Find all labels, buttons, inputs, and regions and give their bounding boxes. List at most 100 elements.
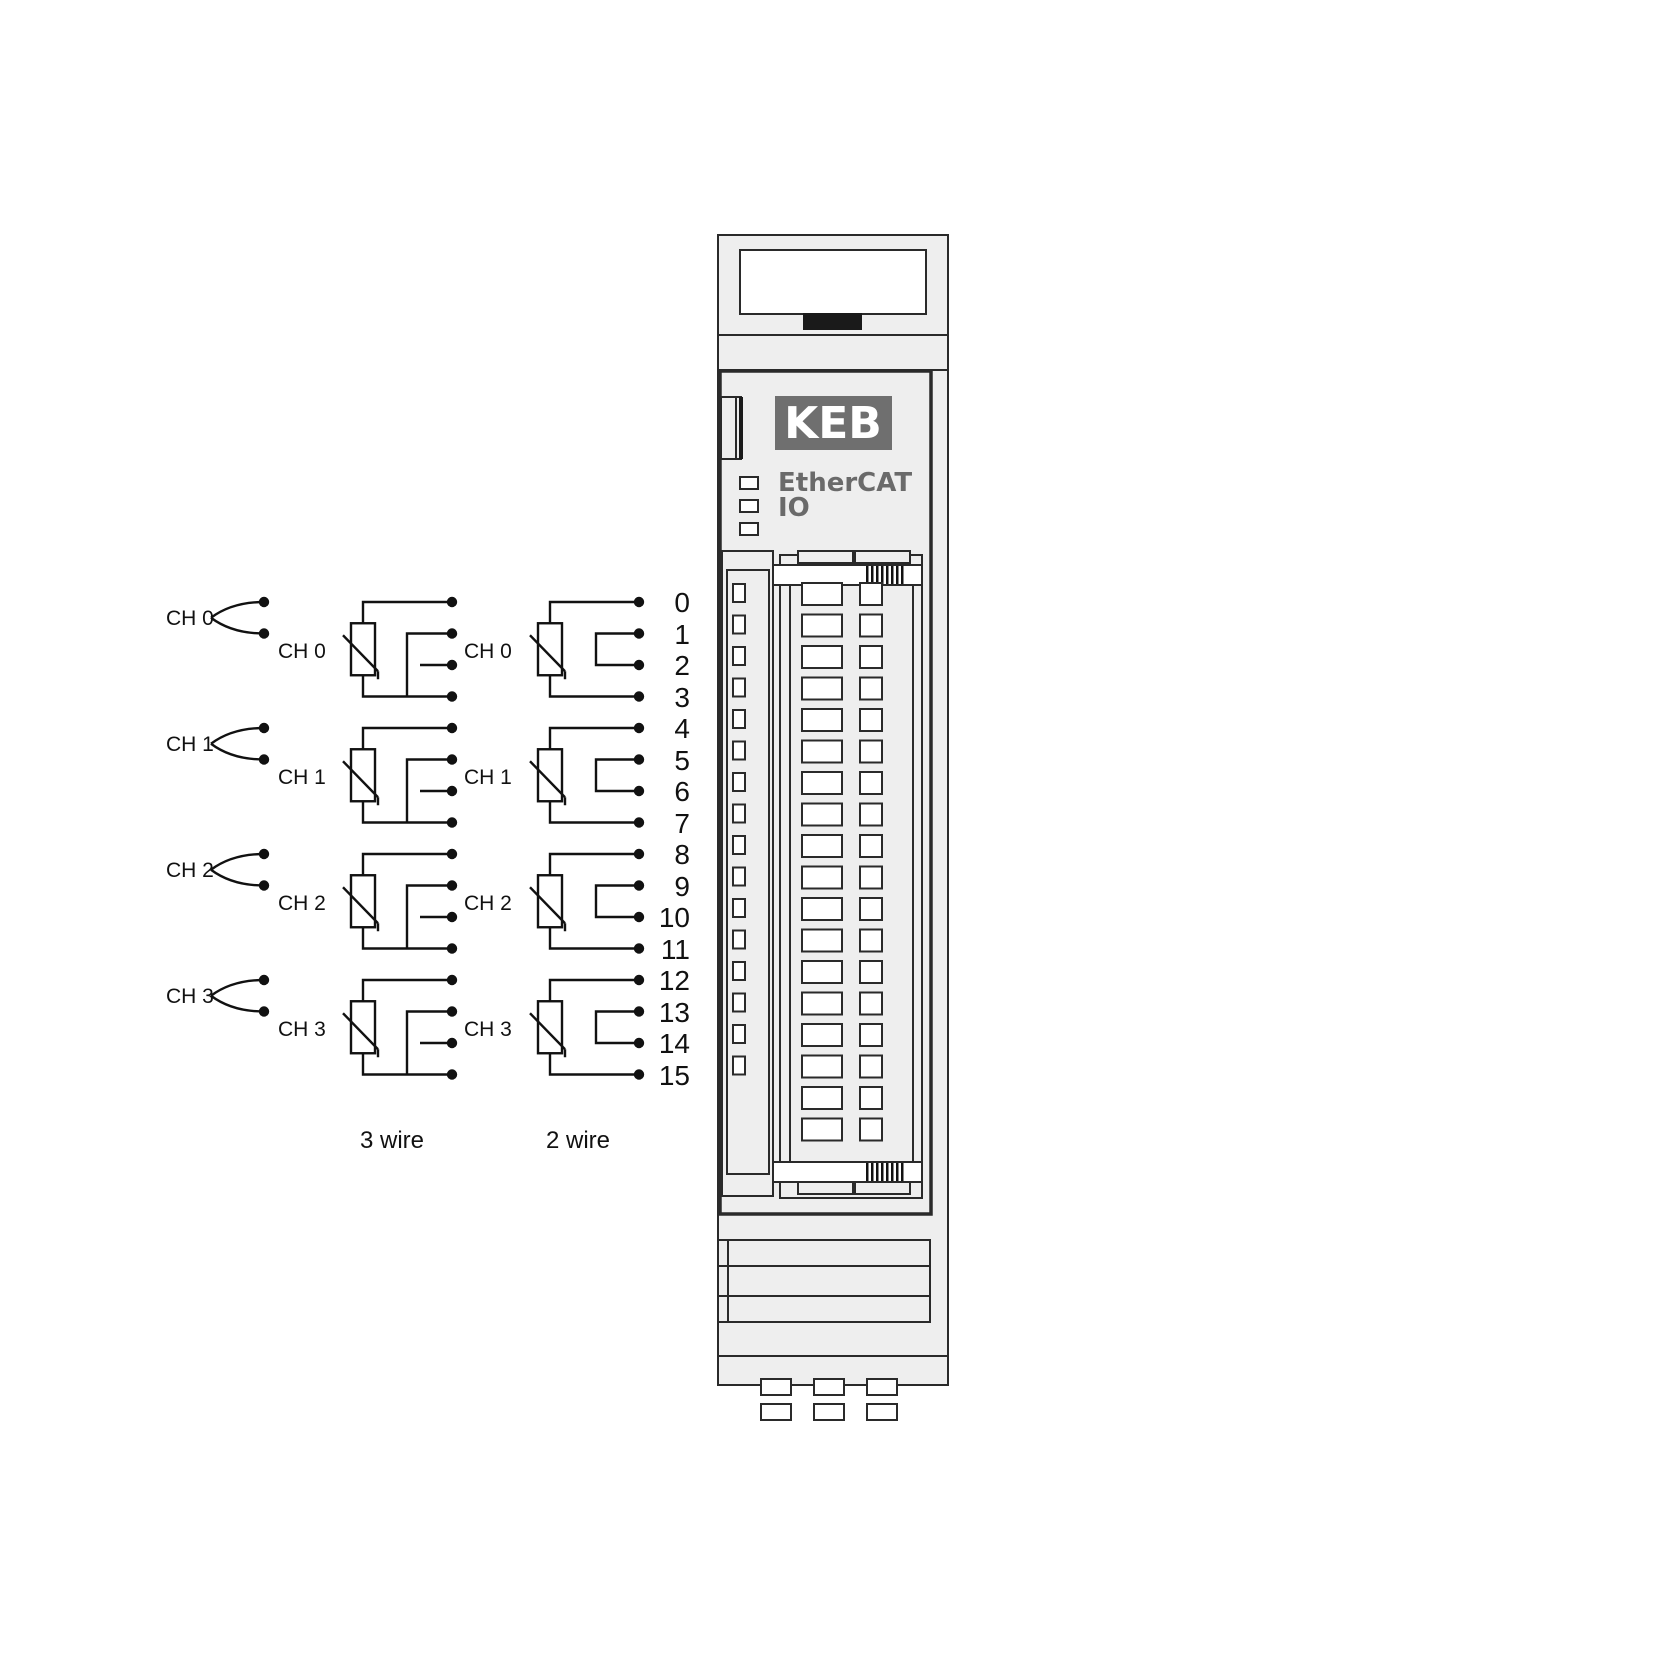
thermocouple-channel-label: CH 2 [166,859,214,882]
thermocouple-lead [210,994,265,1013]
terminal-wire-slot [859,802,883,827]
terminal-wire-slot [859,739,883,764]
terminal-label: 12 [659,965,690,996]
wire [361,927,452,950]
terminal-label: 14 [659,1028,690,1059]
model-line-2: IO [778,493,810,523]
terminal-dot [633,785,645,797]
terminal-release-slot [801,897,843,921]
grip-line [876,1163,879,1181]
terminal-label: 3 [674,682,690,713]
wire [594,632,639,667]
thermocouple-channel-label: CH 0 [166,607,214,630]
module-bottom-vent [717,1239,931,1323]
bottom-port [760,1403,792,1421]
channel-led [732,992,746,1013]
wire [361,726,452,750]
grip-line [891,1163,894,1181]
wire [405,884,452,949]
terminal-dot [633,848,645,860]
terminal-release-slot [801,960,843,984]
channel-led [732,772,746,792]
wire [361,600,452,624]
terminal-label: 15 [659,1060,690,1091]
rtd-2wire-channel-label: CH 0 [464,640,512,663]
terminal-dot [258,1006,270,1017]
rtd-resistor [349,622,377,677]
terminal-wire-slot [859,1117,883,1142]
terminal-release-slot [801,645,843,669]
grip-line [886,1163,889,1181]
channel-led [732,803,746,824]
terminal-wire-slot [859,582,883,606]
wire [548,1053,639,1076]
terminal-label: 6 [674,776,690,807]
terminal-release-slot [801,802,843,827]
terminal-wire-slot [859,1054,883,1079]
channel-led [732,929,746,950]
terminal-dot [446,880,458,891]
bottom-port [866,1378,898,1396]
rtd-arrow [342,1012,379,1051]
wire [548,852,639,876]
terminal-dot [446,911,458,923]
keb-logo [775,396,892,450]
side-clip [720,396,742,460]
terminal-dot [446,754,458,765]
terminal-dot [446,785,458,797]
brand-text: KEB [784,398,882,449]
channel-led [732,961,746,981]
terminal-release-slot [801,739,843,764]
terminal-wire-slot [859,865,883,890]
channel-led [732,866,746,887]
terminal-release-slot [801,928,843,953]
channel-led [732,1055,746,1076]
grip-line [881,1163,884,1181]
terminal-dot [633,754,645,765]
terminal-release-slot [801,1054,843,1079]
wire [361,852,452,876]
terminal-dot [258,722,270,734]
wire [548,726,639,750]
rtd-resistor [536,622,564,677]
terminal-dot [633,943,645,954]
rtd-3wire-channel-label: CH 2 [278,892,326,915]
grip-line [896,1163,899,1181]
terminal-release-slot [801,708,843,732]
wire [361,978,452,1002]
channel-led [732,614,746,635]
terminal-wire-slot [859,991,883,1016]
grip-line [881,566,884,584]
wire [405,632,452,697]
terminal-wire-slot [859,897,883,921]
thermocouple-channel-label: CH 3 [166,985,214,1008]
terminal-wire-slot [859,834,883,858]
channel-led [732,835,746,855]
channel-labels: CH 0 CH 1 CH 2 CH 3 CH 0 CH 1 CH 2 CH 3 … [166,607,512,1041]
terminal-release-slot [801,834,843,858]
channel-led [732,898,746,918]
thermocouple-channel-label: CH 1 [166,733,214,756]
wire [548,978,639,1002]
channel-led [732,646,746,666]
terminal-release-slot [801,991,843,1016]
io-module: KEB EtherCAT IO [717,234,949,1421]
rtd-arrow [529,886,566,925]
terminal-dot [633,722,645,734]
channel-led [732,677,746,698]
wire [405,1010,452,1075]
terminal-dot [258,880,270,891]
label-window [739,249,927,315]
terminal-slots [801,582,883,1142]
terminal-dot [633,1037,645,1049]
terminal-dot [446,691,458,702]
terminal-label: 7 [674,808,690,839]
lever-grip-bottom [866,1163,904,1181]
wire [548,600,639,624]
status-led-1 [739,476,759,490]
rtd-arrow [529,634,566,673]
terminal-dot [446,628,458,639]
wire [361,675,452,698]
terminal-dot [446,659,458,671]
terminal-wire-slot [859,1023,883,1047]
